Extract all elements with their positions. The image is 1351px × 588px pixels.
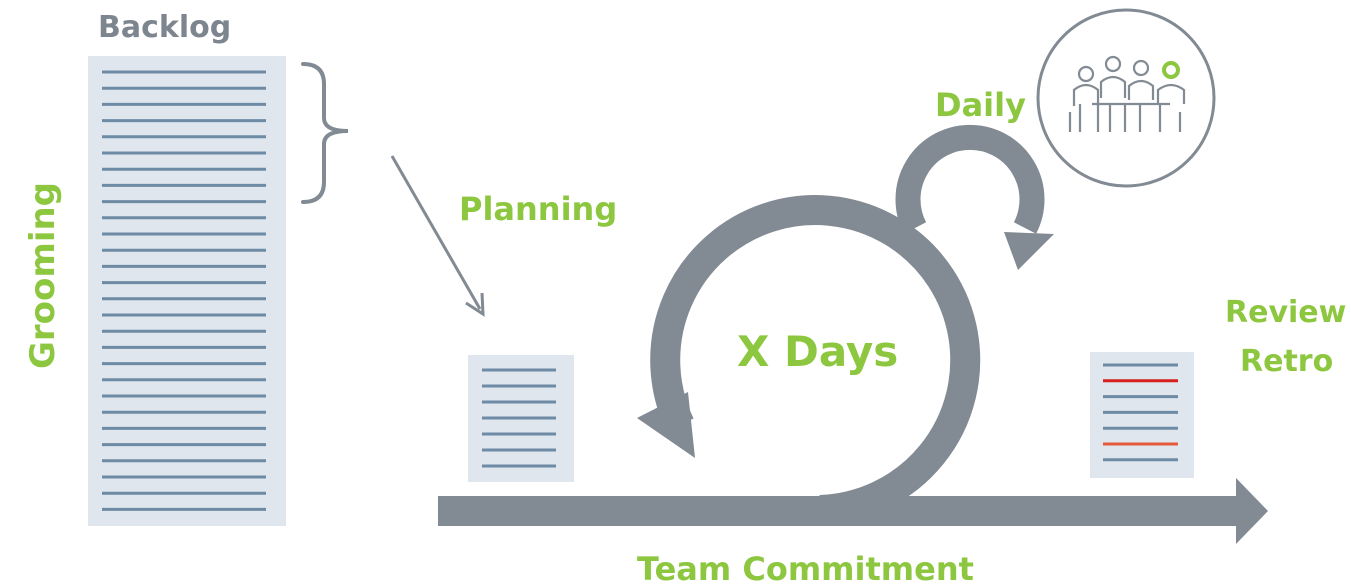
backlog-document xyxy=(88,56,286,526)
grooming-label: Grooming xyxy=(23,181,63,369)
sprint-length-label: X Days xyxy=(737,327,899,376)
retro-label: Retro xyxy=(1240,344,1334,379)
increment-document xyxy=(1090,352,1194,478)
planning-label: Planning xyxy=(459,190,618,228)
team-meeting-icon xyxy=(1068,55,1186,132)
review-label: Review xyxy=(1225,295,1347,330)
daily-label: Daily xyxy=(935,86,1026,124)
daily-cycle-arrow xyxy=(895,124,1054,270)
sprint-backlog-document xyxy=(468,355,574,482)
backlog-selection-bracket xyxy=(301,62,349,204)
planning-arrow xyxy=(390,155,485,317)
sprint-cycle-arrow xyxy=(634,195,981,526)
team-commitment-label: Team Commitment xyxy=(637,550,974,588)
backlog-label: Backlog xyxy=(98,10,232,45)
